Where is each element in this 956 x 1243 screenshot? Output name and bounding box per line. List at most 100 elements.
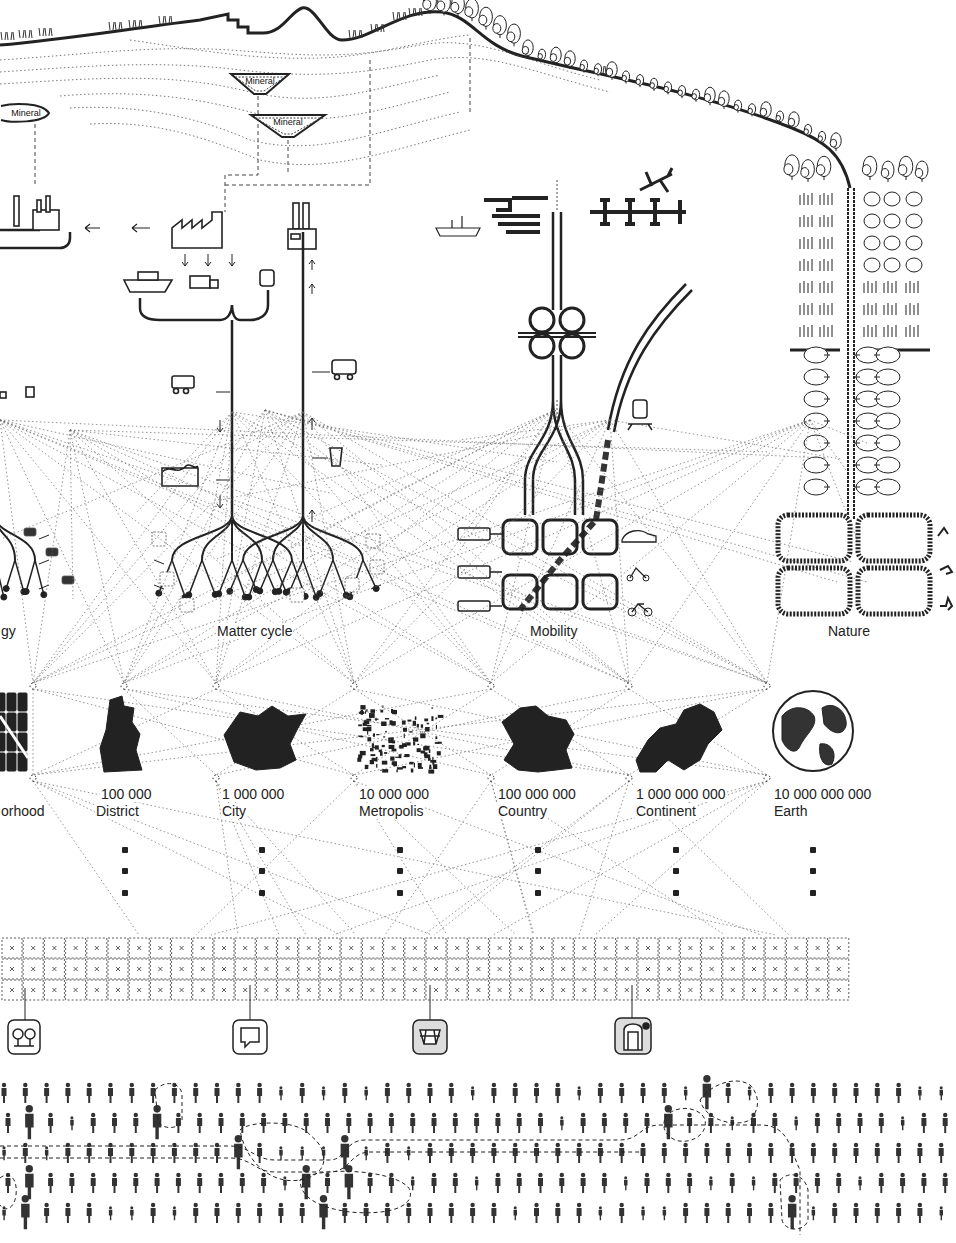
scale-icons-part bbox=[364, 720, 370, 724]
people-crowd-part bbox=[788, 1195, 795, 1202]
people-crowd-part bbox=[300, 1088, 305, 1103]
cell-grid-part bbox=[87, 938, 107, 958]
cell-grid-part bbox=[837, 967, 841, 971]
grass-tufts-part bbox=[113, 22, 114, 30]
cell-grid-part bbox=[731, 967, 735, 971]
scale-icons-part bbox=[381, 722, 386, 727]
dotted-network-part bbox=[491, 420, 810, 683]
people-crowd-part bbox=[703, 1084, 712, 1110]
industry-icons bbox=[0, 196, 356, 522]
branch-networks-part bbox=[202, 515, 232, 560]
people-crowd-part bbox=[26, 1105, 33, 1112]
industry-icons-part bbox=[348, 375, 353, 380]
slope-trees-part bbox=[636, 75, 643, 86]
people-crowd-part bbox=[726, 1203, 730, 1207]
people-crowd-part bbox=[747, 1148, 752, 1163]
grass-tufts-part bbox=[375, 24, 376, 32]
cell-grid-part bbox=[490, 980, 510, 1000]
dotted-network-part bbox=[70, 430, 770, 452]
cell-grid-part bbox=[349, 967, 353, 971]
people-crowd-part bbox=[194, 1083, 198, 1087]
people-crowd-part bbox=[918, 1143, 922, 1147]
grass-tufts-part bbox=[129, 20, 130, 28]
nature-corridor-part bbox=[820, 237, 832, 249]
people-crowd-part bbox=[581, 1173, 585, 1177]
people-crowd-part bbox=[112, 1178, 117, 1193]
industry-icons-part bbox=[172, 376, 194, 388]
grass-tufts-part bbox=[31, 30, 32, 38]
people-crowd-part bbox=[513, 1148, 518, 1163]
dotted-network-part bbox=[354, 781, 447, 935]
people-crowd-part bbox=[768, 1208, 773, 1223]
scale-icons-part bbox=[424, 746, 429, 751]
slope-trees-part bbox=[863, 156, 877, 176]
dotted-network-part bbox=[124, 689, 491, 775]
scale-icons-part bbox=[361, 736, 364, 737]
slope-trees-part bbox=[607, 62, 617, 78]
cell-grid-part bbox=[723, 938, 743, 958]
scale-icons-part bbox=[417, 724, 419, 728]
people-crowd-part bbox=[726, 1083, 730, 1087]
dotted-network-part bbox=[265, 410, 629, 683]
people-crowd-part bbox=[811, 1143, 815, 1147]
slope-trees-part bbox=[494, 16, 507, 35]
nature-corridor-part-part bbox=[854, 465, 860, 466]
people-crowd-part bbox=[23, 1088, 28, 1103]
slope-trees-part bbox=[776, 116, 781, 121]
grass-tufts-part bbox=[7, 32, 8, 40]
people-crowd-part bbox=[3, 1146, 6, 1149]
nature-corridor-part bbox=[854, 457, 880, 473]
grass-tufts-part bbox=[141, 20, 142, 28]
dotted-network-part bbox=[216, 689, 354, 775]
people-crowd-part bbox=[22, 1195, 29, 1202]
people-crowd-part bbox=[491, 1208, 496, 1223]
slope-trees-part bbox=[789, 112, 799, 128]
scale-icons-part bbox=[380, 751, 383, 756]
cell-grid-part bbox=[243, 967, 247, 971]
people-crowd-part bbox=[879, 1113, 883, 1117]
cell-grid-part bbox=[150, 980, 170, 1000]
people-crowd-part bbox=[261, 1118, 266, 1133]
scale-icons-part bbox=[636, 704, 722, 772]
cell-grid-part bbox=[31, 988, 35, 992]
dotted-network-part bbox=[629, 420, 810, 683]
slope-trees-part bbox=[437, 1, 445, 11]
dotted-network-part bbox=[33, 689, 767, 775]
scale-icons-part bbox=[360, 705, 365, 710]
nature-corridor-part-part bbox=[820, 303, 832, 315]
people-crowd-part bbox=[91, 1113, 95, 1117]
people-crowd-part bbox=[832, 1208, 837, 1223]
grass-tufts-part bbox=[359, 30, 360, 38]
grass-tufts-part bbox=[171, 16, 172, 24]
people-crowd-part bbox=[470, 1208, 475, 1223]
people-crowd-part bbox=[172, 1148, 177, 1163]
people-crowd-part bbox=[109, 1210, 113, 1221]
people-crowd-part bbox=[325, 1118, 330, 1133]
scale-icons-part bbox=[366, 725, 372, 726]
terrain-part bbox=[35, 38, 470, 212]
nature-corridor-part bbox=[778, 515, 850, 561]
people-crowd-part bbox=[322, 1090, 326, 1101]
people-crowd-part bbox=[790, 1088, 795, 1103]
people-crowd-part bbox=[112, 1173, 116, 1177]
people-crowd-part bbox=[772, 1118, 777, 1133]
scale-icons-part bbox=[122, 890, 128, 896]
dashed-groups-part bbox=[155, 1084, 182, 1128]
dashed-groups bbox=[0, 1081, 808, 1235]
mobility-network-part bbox=[622, 531, 656, 542]
people-crowd-part bbox=[513, 1143, 517, 1147]
people-crowd-part bbox=[410, 1118, 415, 1133]
people-crowd-part bbox=[279, 1203, 283, 1207]
mobility-network-part bbox=[633, 400, 647, 418]
grass-tufts-part bbox=[415, 8, 416, 16]
nature-corridor-part-part bbox=[906, 325, 918, 337]
slope-trees-part bbox=[831, 133, 841, 149]
people-crowd-part bbox=[747, 1203, 751, 1207]
terrain-part-part bbox=[225, 96, 258, 212]
mineral-deposit: Mineral bbox=[230, 73, 290, 95]
scale-icons-part bbox=[429, 750, 431, 754]
industry-icons-part bbox=[124, 280, 172, 292]
dotted-network-part bbox=[354, 689, 767, 775]
people-crowd-part bbox=[389, 1113, 393, 1117]
dotted-network-part bbox=[216, 689, 629, 775]
